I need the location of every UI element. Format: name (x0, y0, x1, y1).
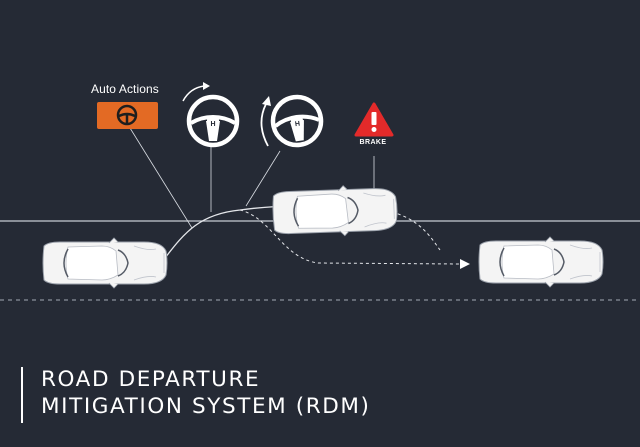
curved-arrow-large-icon (260, 96, 271, 147)
steering-wheel-icon (116, 104, 138, 126)
title-line-2: MITIGATION SYSTEM (RDM) (41, 394, 371, 419)
warning-triangle-icon (354, 102, 394, 137)
return-path (239, 209, 461, 265)
brake-label: BRAKE (359, 139, 387, 146)
steering-wheel-slight-turn-icon (189, 97, 237, 145)
steering-wheel-strong-turn-icon (270, 94, 324, 148)
page-title: ROAD DEPARTURE MITIGATION SYSTEM (RDM) (41, 366, 371, 420)
title-line-1: ROAD DEPARTURE (41, 367, 261, 392)
car-corrected (478, 236, 604, 288)
curved-arrow-right-icon (182, 82, 210, 102)
exit-path (391, 211, 441, 251)
pointer-lines (129, 127, 375, 229)
car-drifting (271, 183, 399, 239)
path-arrowhead (460, 259, 470, 269)
car-start (42, 237, 168, 289)
title-accent-bar (21, 367, 23, 423)
auto-actions-label: Auto Actions (91, 82, 159, 96)
